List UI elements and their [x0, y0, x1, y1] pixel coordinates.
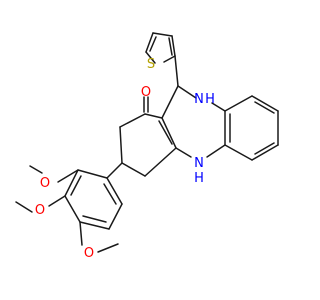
bond [161, 117, 177, 149]
bond [251, 95, 279, 112]
bond [64, 169, 79, 197]
bond [149, 36, 157, 52]
bond [177, 85, 197, 99]
bond [106, 177, 123, 205]
benzo-ring [224, 95, 279, 161]
bond [161, 85, 179, 119]
bond [144, 113, 163, 119]
methoxy-oxygen-1-label: O [40, 176, 50, 191]
bond [254, 101, 275, 114]
bond [106, 162, 123, 179]
bond [158, 120, 173, 145]
bond [163, 55, 176, 63]
bond [64, 195, 81, 223]
bond [119, 113, 146, 128]
bond [145, 32, 154, 53]
nitrogen-lower-label: N [194, 156, 204, 171]
nitrogen-upper-label: N [194, 92, 204, 107]
bond [79, 221, 110, 230]
methoxy-bond [29, 165, 43, 174]
bond [152, 32, 173, 37]
bond [144, 147, 177, 177]
bond [224, 95, 253, 112]
cyclohexenone-ring [119, 113, 177, 177]
bond [145, 51, 156, 64]
molecule-canvas: O S N H N H O O O [15, 32, 279, 261]
diazepine-ring [158, 85, 226, 158]
bond [171, 35, 176, 57]
nitrogen-lower-h-label: H [194, 171, 204, 186]
thiophene-ring [145, 32, 176, 64]
methoxy-bond [15, 201, 33, 213]
methoxy-oxygen-2-label: O [35, 203, 45, 218]
bond [174, 55, 179, 87]
bond [175, 147, 192, 158]
bond [254, 142, 275, 155]
methoxy-bond [48, 195, 66, 207]
methoxy-bond [57, 169, 79, 183]
bond [211, 102, 226, 112]
bond [82, 215, 107, 223]
bond [70, 175, 82, 196]
molecule-structure: O S N H N H O O O [15, 32, 279, 261]
methoxy-bond [79, 221, 83, 246]
oxygen-ketone-label: O [141, 85, 151, 100]
bond [77, 169, 108, 179]
trimethoxyphenyl-ring [64, 169, 123, 230]
methoxy-oxygen-3-label: O [84, 246, 94, 261]
bond [224, 144, 253, 161]
bond [206, 144, 226, 158]
methoxy-bond [97, 243, 119, 253]
bond [251, 144, 279, 161]
bond [119, 126, 123, 164]
bond [121, 162, 146, 177]
sulfur-label: S [147, 57, 155, 72]
bond [168, 37, 173, 56]
bond [103, 183, 117, 205]
bond [108, 203, 123, 230]
nitrogen-upper-h-label: H [205, 92, 215, 107]
